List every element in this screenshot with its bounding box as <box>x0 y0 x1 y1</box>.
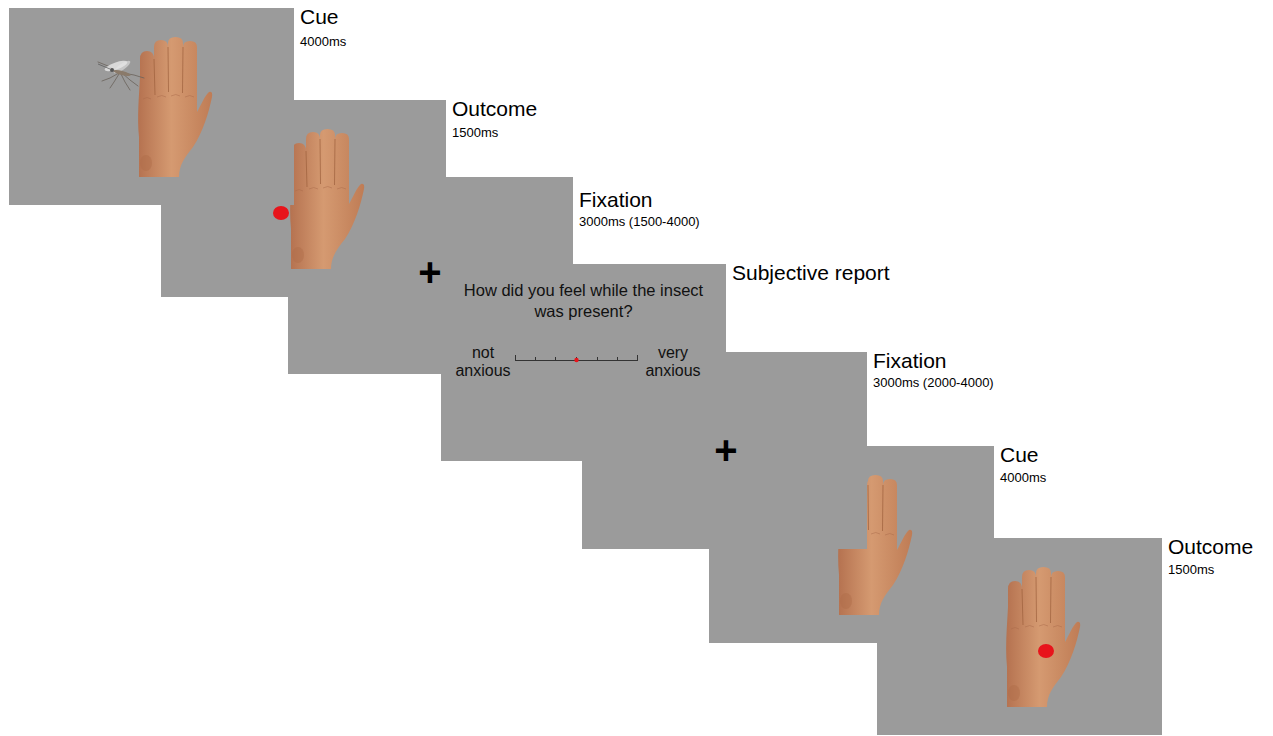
screen-panel: Fixation3000ms (2000-4000)+ <box>582 352 867 549</box>
screen-panel: Cue4000ms <box>709 446 994 643</box>
screen-panel: Subjective reportHow did you feel while … <box>441 264 726 461</box>
hand-image <box>1006 567 1080 707</box>
screen-panel: Outcome1500ms <box>877 538 1162 735</box>
screen-panel: Cue4000ms <box>9 8 294 205</box>
duration-label: 1500ms <box>1168 563 1214 578</box>
duration-label: 3000ms (2000-4000) <box>873 376 994 391</box>
screen-panel <box>9 8 294 205</box>
rating-marker <box>574 358 578 362</box>
phase-label: Subjective report <box>732 261 890 285</box>
phase-label: Fixation <box>579 188 653 212</box>
hand-image <box>138 37 212 177</box>
rating-question: How did you feel while the insect was pr… <box>459 280 709 321</box>
fixation-cross: + <box>714 430 737 470</box>
phase-label: Cue <box>1000 443 1039 467</box>
fixation-cross: + <box>418 252 441 292</box>
hand-image <box>290 129 364 269</box>
phase-label: Outcome <box>1168 535 1253 559</box>
duration-label: 4000ms <box>300 35 346 50</box>
rating-screen <box>441 264 726 461</box>
mosquito-image <box>98 59 144 90</box>
stimulus-dot <box>273 206 289 220</box>
scale-anchor: not anxious <box>451 344 515 379</box>
scale-anchor: very anxious <box>637 344 709 379</box>
phase-label: Outcome <box>452 97 537 121</box>
duration-label: 4000ms <box>1000 471 1046 486</box>
screen-panel: Outcome1500ms <box>161 100 446 297</box>
cue-screen <box>9 8 294 205</box>
screen-panel: Fixation3000ms (1500-4000)+ <box>288 177 573 374</box>
phase-label: Cue <box>300 5 339 29</box>
phase-label: Fixation <box>873 349 947 373</box>
duration-label: 3000ms (1500-4000) <box>579 215 700 230</box>
duration-label: 1500ms <box>452 126 498 141</box>
screen-panel <box>441 264 726 461</box>
stimulus-dot <box>1038 644 1054 658</box>
